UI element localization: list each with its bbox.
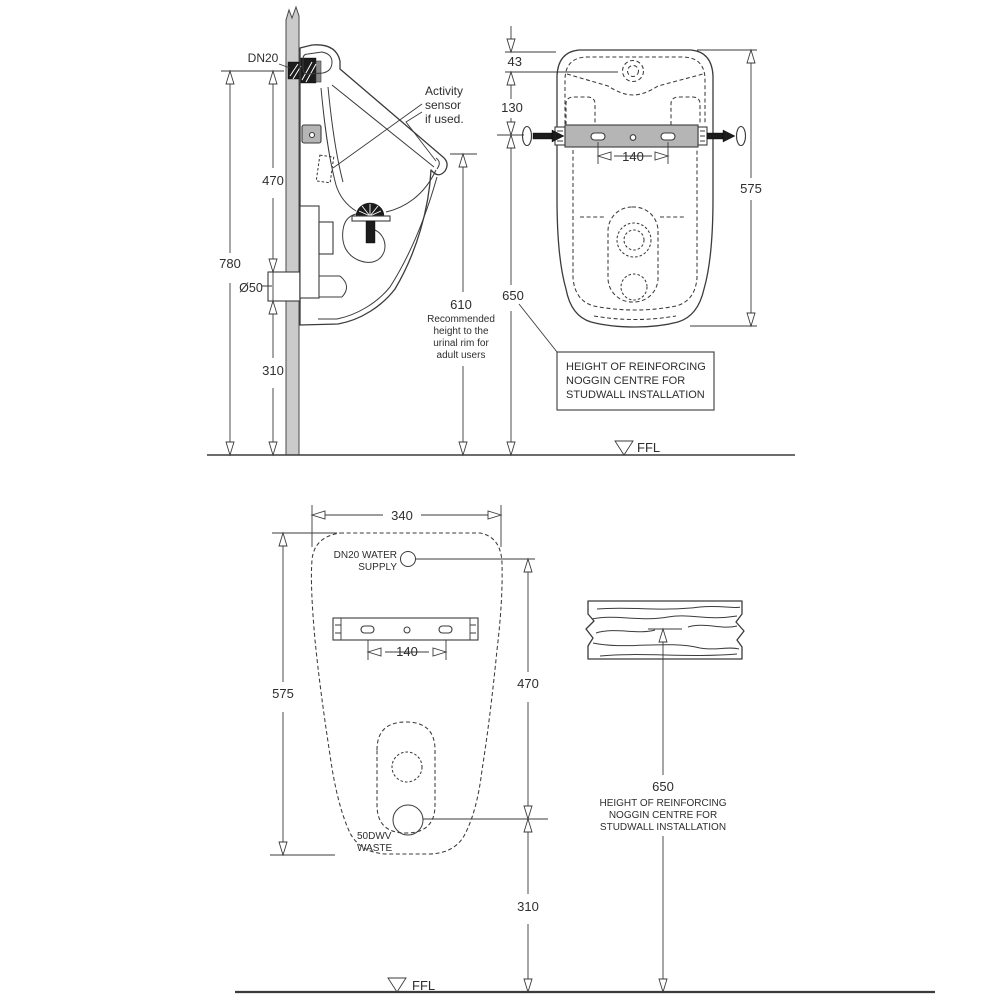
svg-text:WASTE: WASTE	[357, 843, 393, 854]
waste-hole	[392, 804, 424, 836]
svg-text:STUDWALL INSTALLATION: STUDWALL INSTALLATION	[600, 822, 726, 833]
svg-text:height to the: height to the	[433, 326, 488, 337]
dim-650-noggin: 650	[652, 779, 674, 794]
svg-text:adult users: adult users	[437, 350, 486, 361]
ffl-line-top: FFL	[207, 440, 795, 456]
rim-height-note: Recommended height to the urinal rim for…	[427, 314, 495, 361]
rear-view	[521, 49, 747, 328]
dim-43: 43	[508, 54, 522, 69]
ffl-label-bottom: FFL	[412, 978, 435, 993]
svg-text:STUDWALL INSTALLATION: STUDWALL INSTALLATION	[566, 389, 705, 401]
dim-650: 650	[502, 288, 524, 303]
spreader-knockout	[616, 222, 652, 258]
svg-text:DN20 WATER: DN20 WATER	[334, 550, 397, 561]
dim-470-template: 470	[517, 676, 539, 691]
ffl-marker-bottom	[387, 977, 407, 993]
side-view-dimensions: 780 470 Ø50 310 610 Recommended height t…	[219, 51, 495, 457]
dim-310-template: 310	[517, 899, 539, 914]
dn20-label: DN20	[248, 51, 279, 65]
water-supply-hole	[400, 551, 416, 567]
svg-text:HEIGHT OF REINFORCING: HEIGHT OF REINFORCING	[566, 361, 706, 373]
template-bracket	[332, 617, 479, 641]
dim-470: 470	[262, 173, 284, 188]
waste-note: 50DWV WASTE	[357, 831, 393, 854]
dim-130: 130	[501, 100, 523, 115]
rear-view-dimensions: 43 130 650 140 575 HEIGHT OF REINFORCING…	[497, 26, 762, 457]
ffl-marker-top	[614, 440, 634, 456]
dim-310: 310	[262, 363, 284, 378]
dim-140-template: 140	[396, 644, 418, 659]
fixing-bolt-right	[706, 125, 747, 147]
fixing-bolt-left	[521, 125, 565, 147]
activity-sensor-outline	[315, 154, 335, 184]
mounting-lug-channel	[302, 51, 333, 75]
noggin-detail-note: HEIGHT OF REINFORCING NOGGIN CENTRE FOR …	[599, 798, 726, 833]
svg-text:NOGGIN CENTRE FOR: NOGGIN CENTRE FOR	[566, 375, 685, 387]
dn20-inlet-fitting	[287, 57, 322, 84]
dim-340: 340	[391, 508, 413, 523]
wall-section	[285, 5, 300, 456]
urinal-rear-outline	[556, 49, 714, 328]
ffl-label-top: FFL	[637, 440, 660, 455]
sensor-leader-lines	[332, 103, 437, 169]
back-housing	[299, 205, 320, 299]
svg-text:50DWV: 50DWV	[357, 831, 392, 842]
noggin-note-text: HEIGHT OF REINFORCING NOGGIN CENTRE FOR …	[566, 361, 706, 401]
dim-waste-dia: Ø50	[239, 281, 263, 295]
dim-575: 575	[740, 181, 762, 196]
svg-text:urinal rim for: urinal rim for	[433, 338, 489, 349]
svg-text:sensor: sensor	[425, 98, 461, 112]
dim-140: 140	[622, 149, 644, 164]
template-view: DN20 WATER SUPPLY 50DWV WASTE	[310, 532, 548, 855]
svg-text:Recommended: Recommended	[427, 314, 495, 325]
urinal-template-outline	[310, 532, 503, 855]
water-supply-note: DN20 WATER SUPPLY	[334, 550, 398, 573]
dim-780: 780	[219, 256, 241, 271]
bowl-recess-outline	[607, 206, 659, 303]
side-view	[267, 5, 448, 456]
dim-610: 610	[450, 297, 472, 312]
urinal-side-outline	[299, 44, 448, 326]
ffl-line-bottom: FFL	[235, 977, 935, 994]
template-view-dimensions: 340 575 140 470 310	[270, 505, 539, 994]
dim-575-template: 575	[272, 686, 294, 701]
water-inlet-knockout	[621, 59, 645, 83]
noggin-detail: 650 HEIGHT OF REINFORCING NOGGIN CENTRE …	[585, 600, 745, 994]
svg-text:SUPPLY: SUPPLY	[358, 562, 397, 573]
svg-text:NOGGIN CENTRE FOR: NOGGIN CENTRE FOR	[609, 810, 717, 821]
activity-sensor-note: Activity sensor if used.	[425, 84, 464, 126]
outlet-knockout	[620, 273, 648, 301]
noggin-note-box	[556, 351, 715, 411]
noggin-plank	[585, 600, 745, 660]
wood-grain	[591, 605, 741, 657]
svg-text:Activity: Activity	[425, 84, 463, 98]
svg-text:if used.: if used.	[425, 112, 464, 126]
template-spreader-knockout	[391, 751, 423, 783]
svg-text:HEIGHT OF REINFORCING: HEIGHT OF REINFORCING	[599, 798, 726, 809]
outlet-spreader-dome	[351, 202, 391, 244]
